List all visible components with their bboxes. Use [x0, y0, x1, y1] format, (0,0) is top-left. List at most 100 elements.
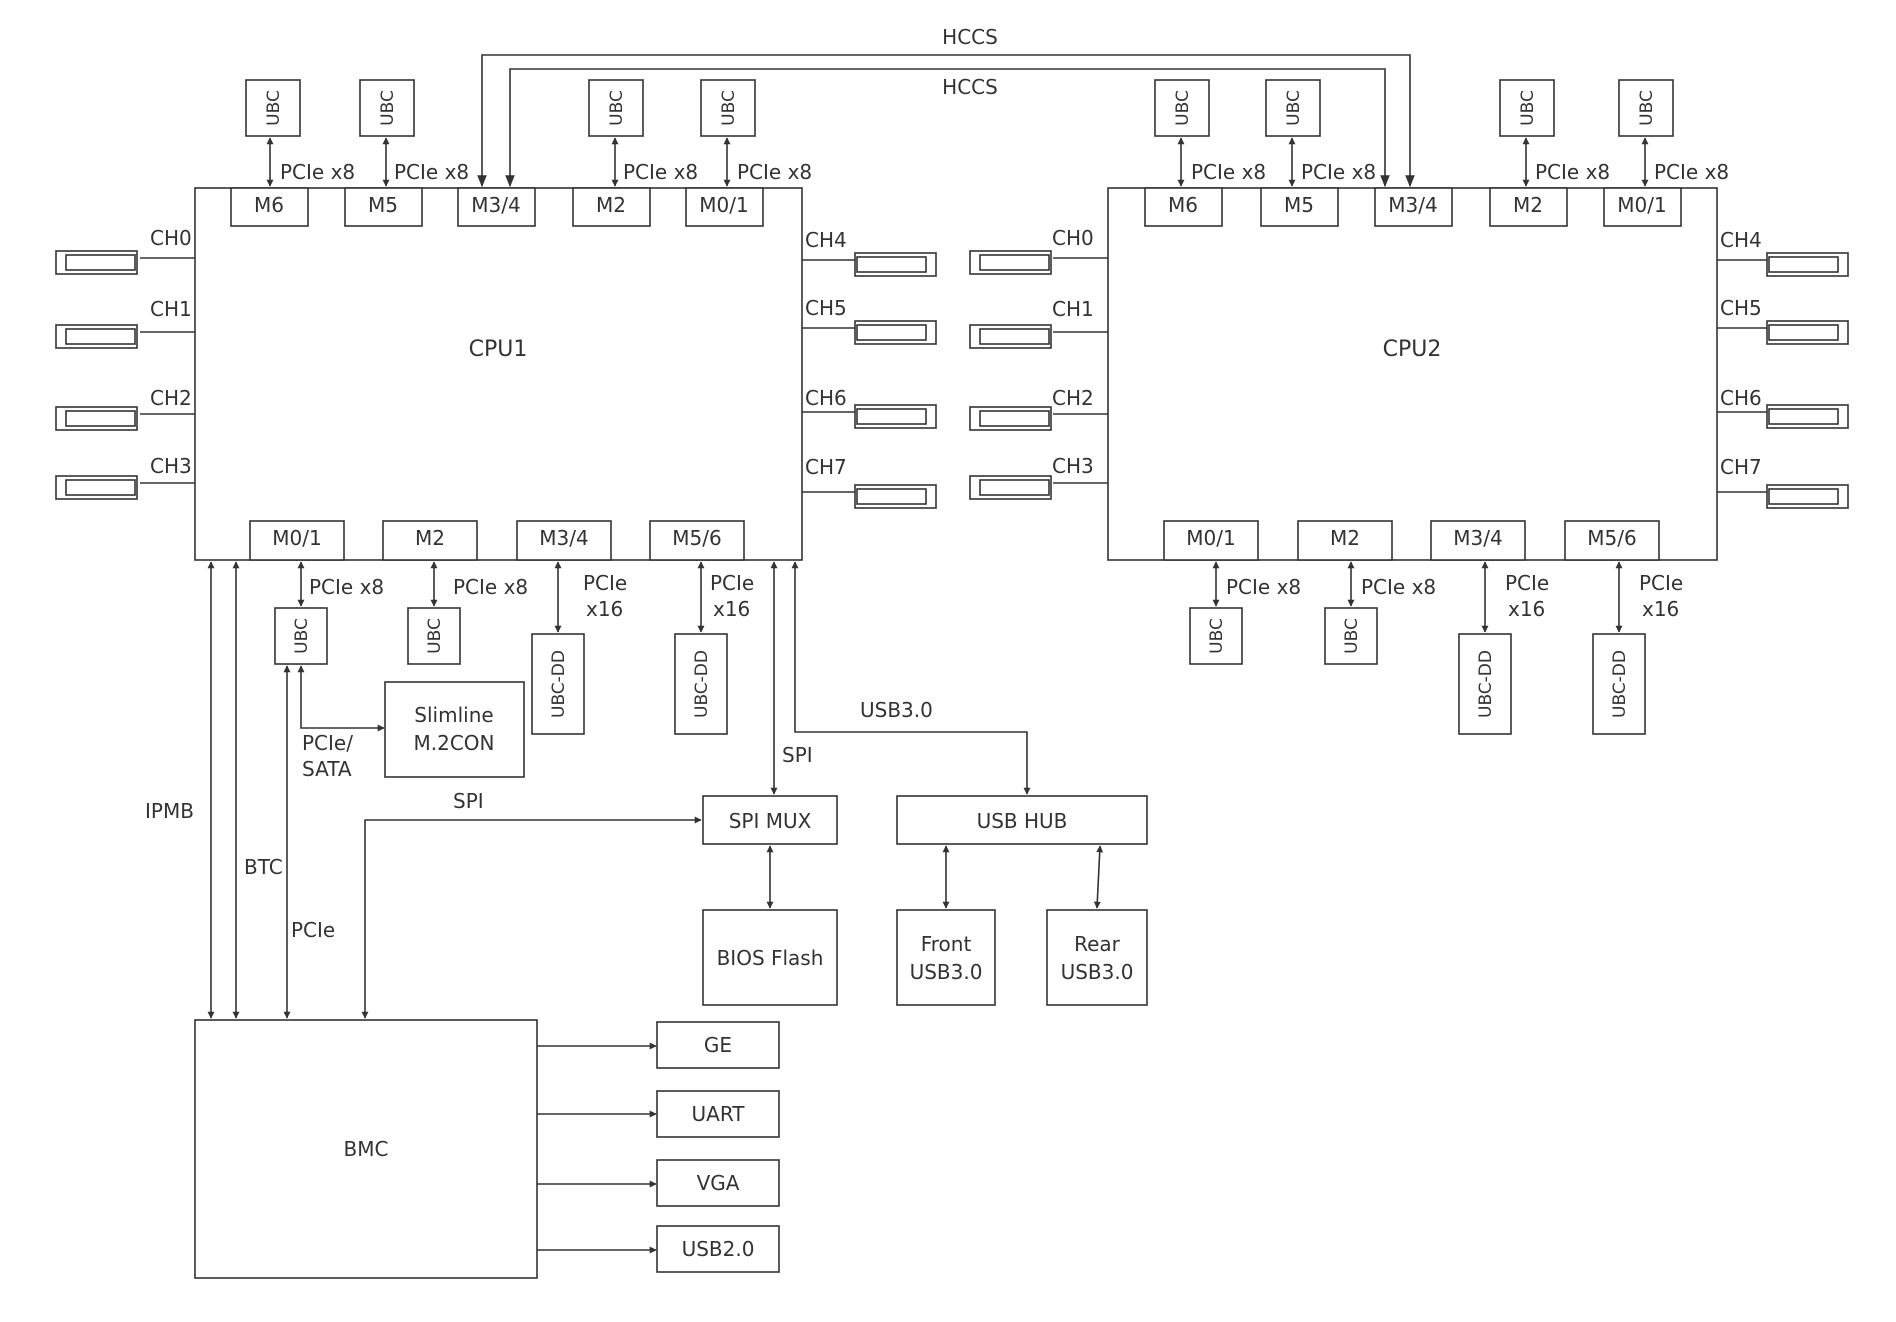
svg-text:UBC: UBC — [719, 90, 739, 126]
cpu1-ch2-label: CH2 — [150, 386, 192, 410]
svg-text:UBC-DD: UBC-DD — [549, 650, 569, 718]
ubc-dd-cpu2-m34 — [1458, 633, 1512, 735]
usb-hub-rear-link — [1093, 845, 1104, 909]
ubc-dd-cpu1-m56 — [674, 633, 728, 735]
ubc-dd-cpu1-m34 — [531, 633, 585, 735]
cpu2-left-dimms: CH0 CH1 CH2 CH3 — [969, 226, 1108, 500]
btc-label: BTC — [244, 855, 283, 879]
cpu2-bport-m01 — [1163, 520, 1259, 561]
svg-text:UBC: UBC — [1637, 90, 1657, 126]
cpu2-right-dimms: CH4 CH5 CH6 CH7 — [1717, 228, 1849, 509]
ge-box — [656, 1021, 780, 1069]
cpu1-bport-m01-label: M0/1 — [272, 526, 321, 550]
usb30-link — [791, 561, 1031, 795]
cpu1-ch6-label: CH6 — [805, 386, 847, 410]
cpu1-port-m34-label: M3/4 — [471, 193, 520, 217]
cpu2-port-m5-label: M5 — [1284, 193, 1314, 217]
cpu2-ch0-label: CH0 — [1052, 226, 1094, 250]
bios-flash-label: BIOS Flash — [717, 946, 824, 970]
svg-text:UBC: UBC — [1173, 90, 1193, 126]
cpu2-port-m2-label: M2 — [1513, 193, 1543, 217]
cpu1-right-dimms: CH4 CH5 CH6 CH7 — [802, 228, 937, 509]
slimline-block: Slimline M.2CON PCIe/ SATA — [297, 665, 525, 781]
pcie-x8-label: PCIe x8 — [1654, 160, 1729, 184]
pcie-x8-label: PCIe x8 — [1191, 160, 1266, 184]
cpu1-port-m01 — [685, 187, 764, 227]
pcie-x8-label: PCIe x8 — [309, 575, 384, 599]
cpu1-block: CPU1 M6 M5 M3/4 M2 M0/1 M0/1 M2 M3/4 M5/… — [194, 187, 803, 561]
svg-text:UBC-DD: UBC-DD — [692, 650, 712, 718]
svg-text:UBC: UBC — [607, 90, 627, 126]
slimline-label-1: Slimline — [414, 703, 493, 727]
usb-hub-box — [896, 795, 1148, 845]
ubc-cpu1-m5 — [359, 79, 415, 137]
svg-text:UBC: UBC — [425, 618, 445, 654]
hccs-outer-label: HCCS — [942, 25, 998, 49]
cpu1-port-m6 — [230, 187, 309, 227]
cpu1-bottom-ubcs: PCIe x8 UBC PCIe x8 UBC PCIe x16 UBC-DD … — [274, 561, 754, 735]
cpu2-box — [1107, 187, 1718, 561]
cpu1-port-m5-label: M5 — [368, 193, 398, 217]
cpu1-ch5-label: CH5 — [805, 296, 847, 320]
pcie-x8-label: PCIe x8 — [1301, 160, 1376, 184]
cpu1-label: CPU1 — [469, 337, 528, 362]
uart-label: UART — [692, 1102, 746, 1126]
cpu1-ch7-label: CH7 — [805, 455, 847, 479]
cpu2-ch2-label: CH2 — [1052, 386, 1094, 410]
slimline-m2con-box — [384, 681, 525, 778]
cpu2-ch6-label: CH6 — [1720, 386, 1762, 410]
ubc-cpu2-m6 — [1154, 79, 1210, 137]
cpu2-bport-m56 — [1564, 520, 1660, 561]
cpu2-port-m5 — [1260, 187, 1339, 227]
pcie-sata-label-2: SATA — [302, 757, 352, 781]
cpu1-port-m2-label: M2 — [596, 193, 626, 217]
ubc-cpu2-bm01 — [1189, 607, 1243, 665]
front-usb-box — [896, 909, 996, 1006]
ubc-cpu2-m5 — [1265, 79, 1321, 137]
bmc-block: IPMB BTC PCIe SPI BMC GE UART VGA USB2.0 — [145, 561, 780, 1279]
cpu1-bport-m56 — [649, 520, 745, 561]
pcie-x8-label: PCIe x8 — [1226, 575, 1301, 599]
front-usb-label-2: USB3.0 — [910, 960, 983, 984]
cpu2-port-m2 — [1489, 187, 1568, 227]
hccs-link-outer — [477, 54, 1415, 188]
hccs-links: HCCS HCCS — [477, 25, 1415, 188]
cpu2-bport-m34 — [1430, 520, 1526, 561]
pcie-x8-label: PCIe x8 — [280, 160, 355, 184]
ipmb-label: IPMB — [145, 799, 194, 823]
pcie-x8-label: PCIe x8 — [1535, 160, 1610, 184]
spi-left-label: SPI — [453, 789, 484, 813]
slimline-label-2: M.2CON — [413, 731, 494, 755]
bmc-label: BMC — [344, 1137, 389, 1161]
x16-label: x16 — [1642, 597, 1679, 621]
ge-label: GE — [704, 1033, 732, 1057]
cpu2-bottom-ubcs: PCIe x8 UBC PCIe x8 UBC PCIe x16 UBC-DD … — [1189, 561, 1683, 735]
cpu2-label: CPU2 — [1383, 337, 1442, 362]
cpu2-bport-m2 — [1297, 520, 1393, 561]
spi-usb-block: SPI SPI MUX BIOS Flash USB3.0 USB HUB Fr… — [702, 561, 1148, 1006]
hccs-inner-label: HCCS — [942, 75, 998, 99]
svg-text:UBC: UBC — [264, 90, 284, 126]
cpu1-port-m5 — [344, 187, 423, 227]
cpu2-port-m6 — [1144, 187, 1223, 227]
svg-text:UBC-DD: UBC-DD — [1610, 650, 1630, 718]
pcie-bmc-label: PCIe — [291, 918, 335, 942]
pcie-label: PCIe — [583, 571, 627, 595]
ubc-cpu1-bm01 — [274, 607, 328, 665]
cpu2-port-m01-label: M0/1 — [1617, 193, 1666, 217]
cpu2-ch5-label: CH5 — [1720, 296, 1762, 320]
pcie-label: PCIe — [1639, 571, 1683, 595]
cpu1-bport-m2-label: M2 — [415, 526, 445, 550]
rear-usb-label-2: USB3.0 — [1061, 960, 1134, 984]
rear-usb-box — [1046, 909, 1148, 1006]
usb20-label: USB2.0 — [682, 1237, 755, 1261]
bios-flash-box — [702, 909, 838, 1006]
cpu1-ch3-label: CH3 — [150, 454, 192, 478]
pcie-x8-label: PCIe x8 — [394, 160, 469, 184]
usb20-box — [656, 1225, 780, 1273]
spi-bmc-link — [361, 816, 702, 1019]
cpu2-block: CPU2 M6 M5 M3/4 M2 M0/1 M0/1 M2 M3/4 M5/… — [1107, 187, 1718, 561]
pcie-label: PCIe — [1505, 571, 1549, 595]
svg-text:UBC: UBC — [292, 618, 312, 654]
